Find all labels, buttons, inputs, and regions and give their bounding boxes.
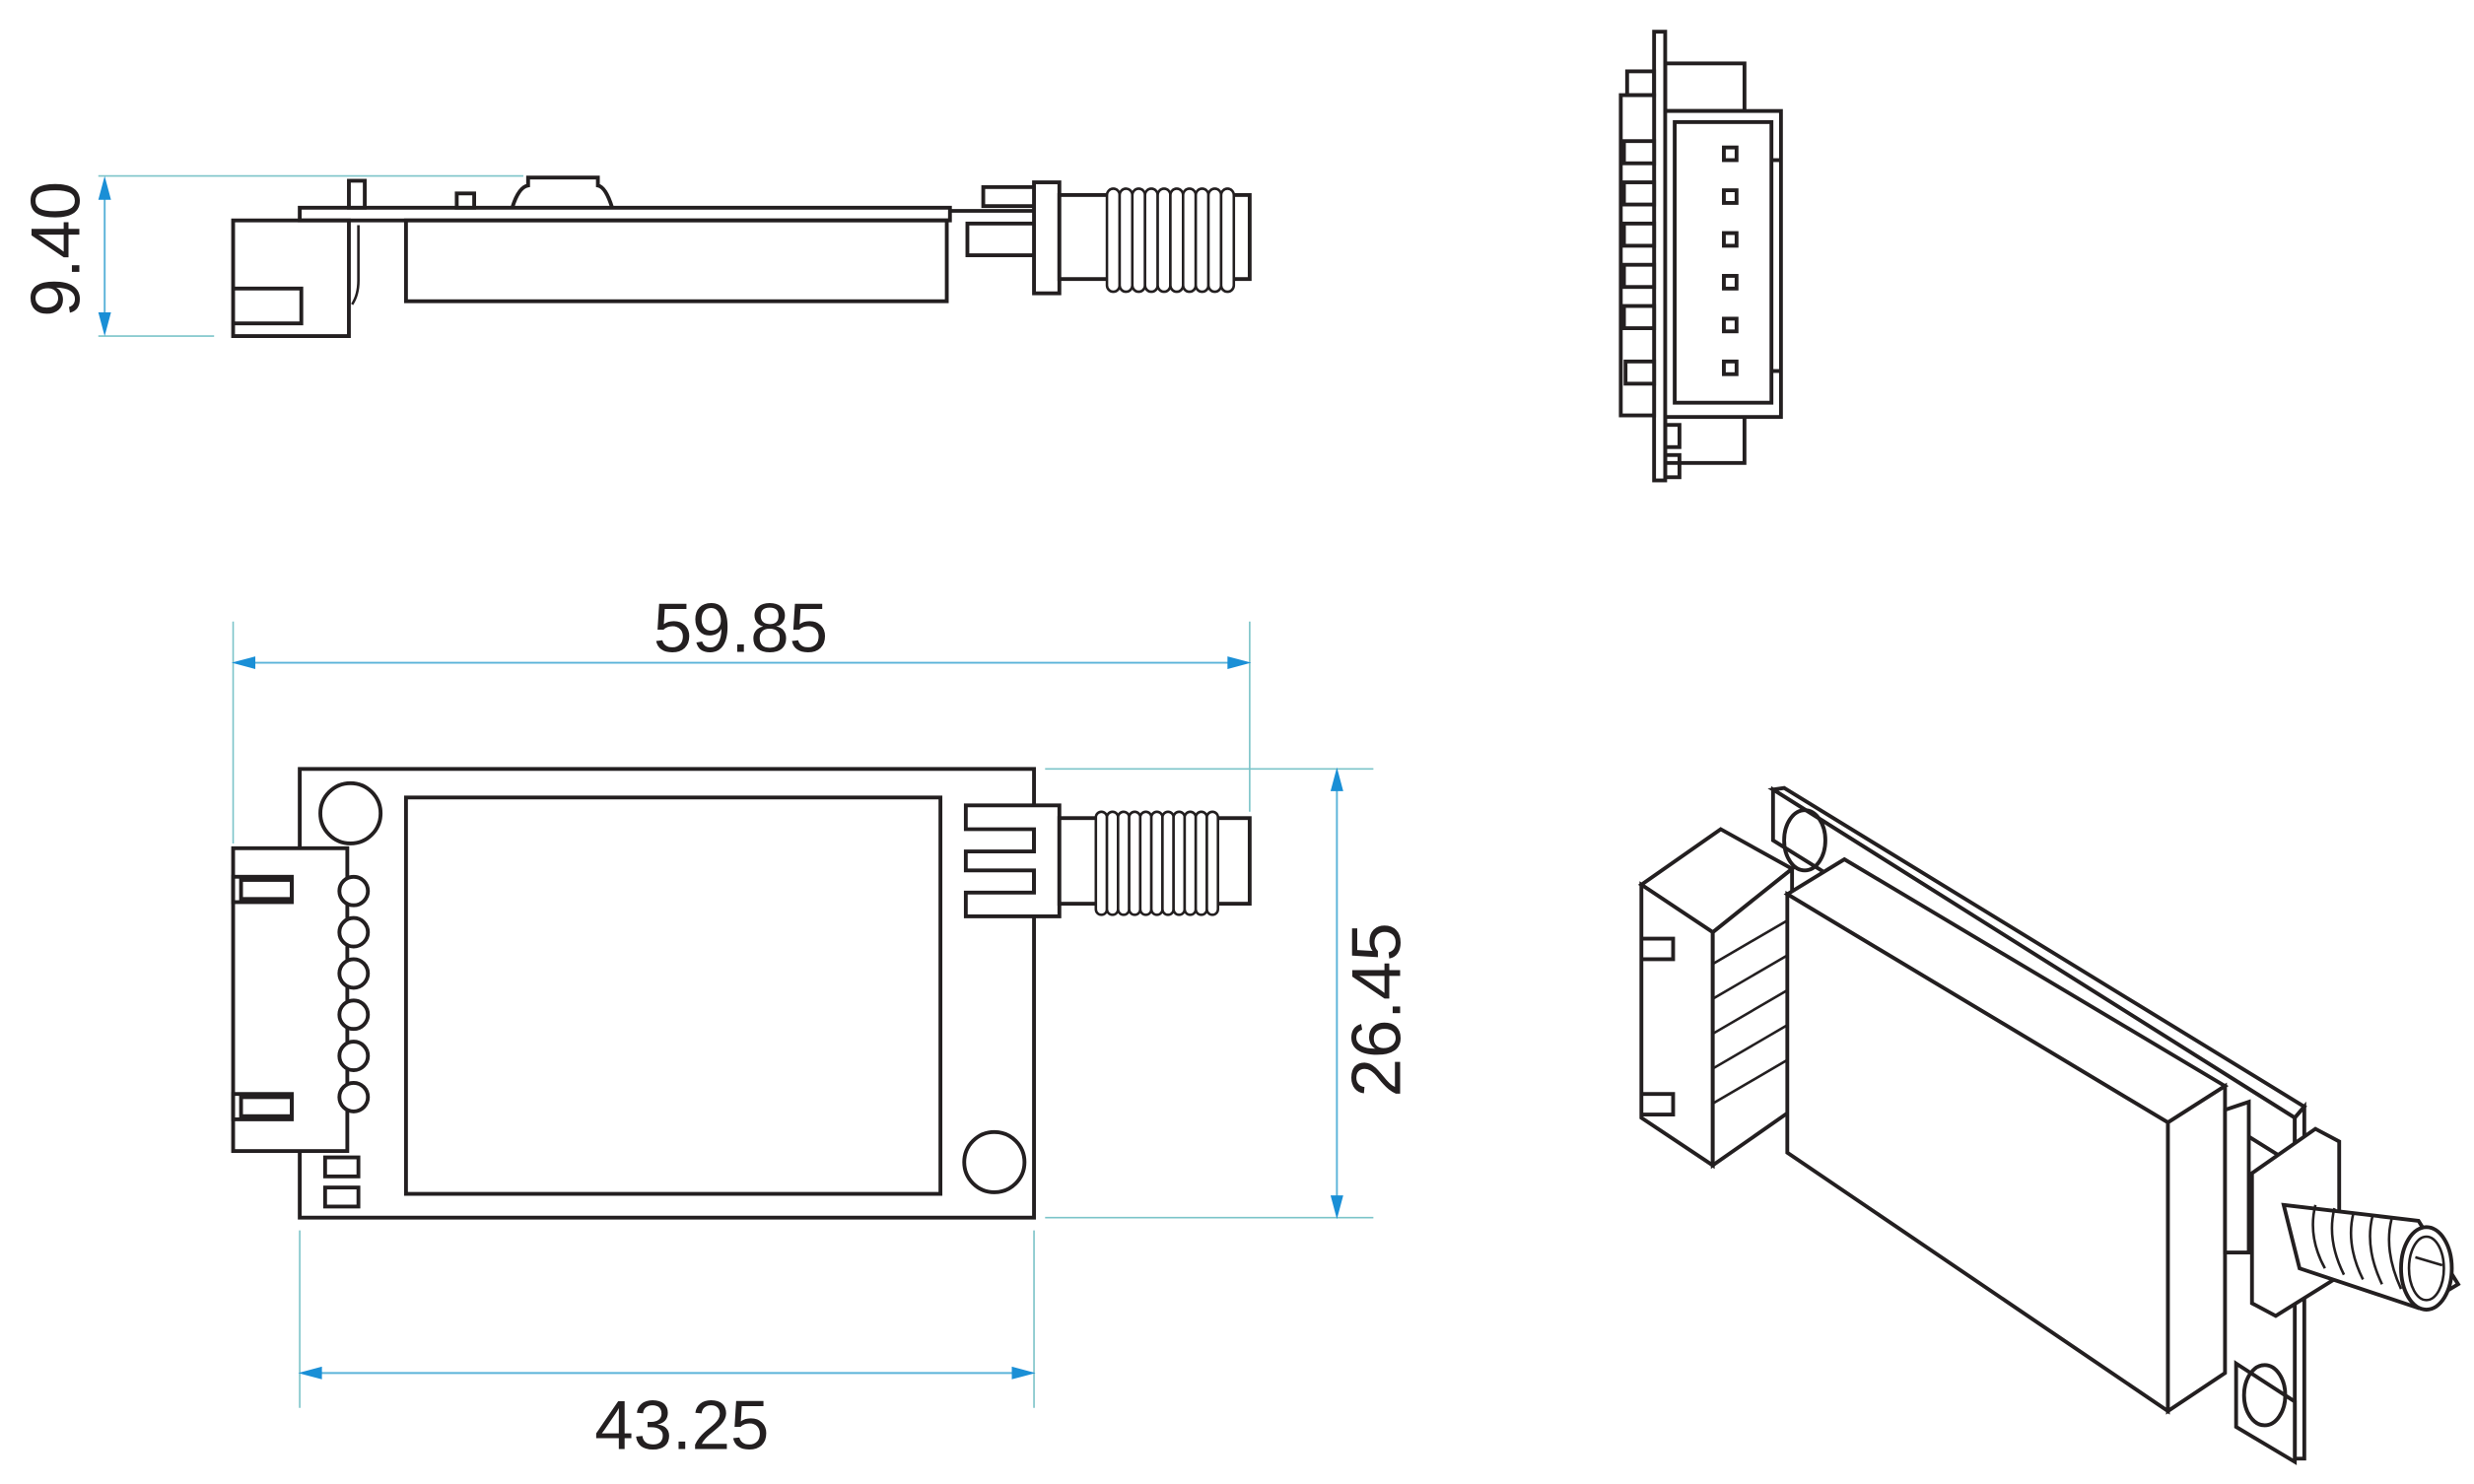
side-height-dimension: 9.40 — [17, 174, 523, 337]
side-height-label: 9.40 — [17, 181, 95, 317]
board-length-dimension: 43.25 — [298, 1230, 1036, 1465]
overall-length-label: 59.85 — [653, 589, 828, 667]
shield-box-iso — [1783, 856, 2230, 1415]
isometric-view — [1637, 785, 2461, 1465]
mounting-hole — [962, 1129, 1027, 1194]
side-view: 9.40 — [17, 174, 1252, 339]
end-view — [1618, 30, 1783, 483]
pin-header-connector-iso — [1637, 827, 1796, 1170]
board-length-label: 43.25 — [594, 1387, 769, 1465]
overall-length-dimension: 59.85 — [231, 589, 1252, 843]
sma-antenna-connector-iso — [2223, 1099, 2461, 1318]
shield-can — [403, 795, 943, 1196]
mounting-hole — [318, 780, 383, 845]
sma-antenna-connector-top — [963, 803, 1252, 918]
board-width-label: 26.45 — [1339, 922, 1416, 1097]
connector-latches-end — [1621, 139, 1657, 386]
connector-pins-top — [337, 874, 371, 1113]
antenna-thread-side — [1105, 187, 1236, 294]
board-width-dimension: 26.45 — [1045, 767, 1416, 1220]
pin-header-connector — [231, 845, 371, 1154]
top-view: 59.85 26.45 43.25 — [231, 589, 1416, 1465]
pcb-outline — [298, 767, 1036, 1220]
connector-pins-end — [1722, 145, 1739, 376]
